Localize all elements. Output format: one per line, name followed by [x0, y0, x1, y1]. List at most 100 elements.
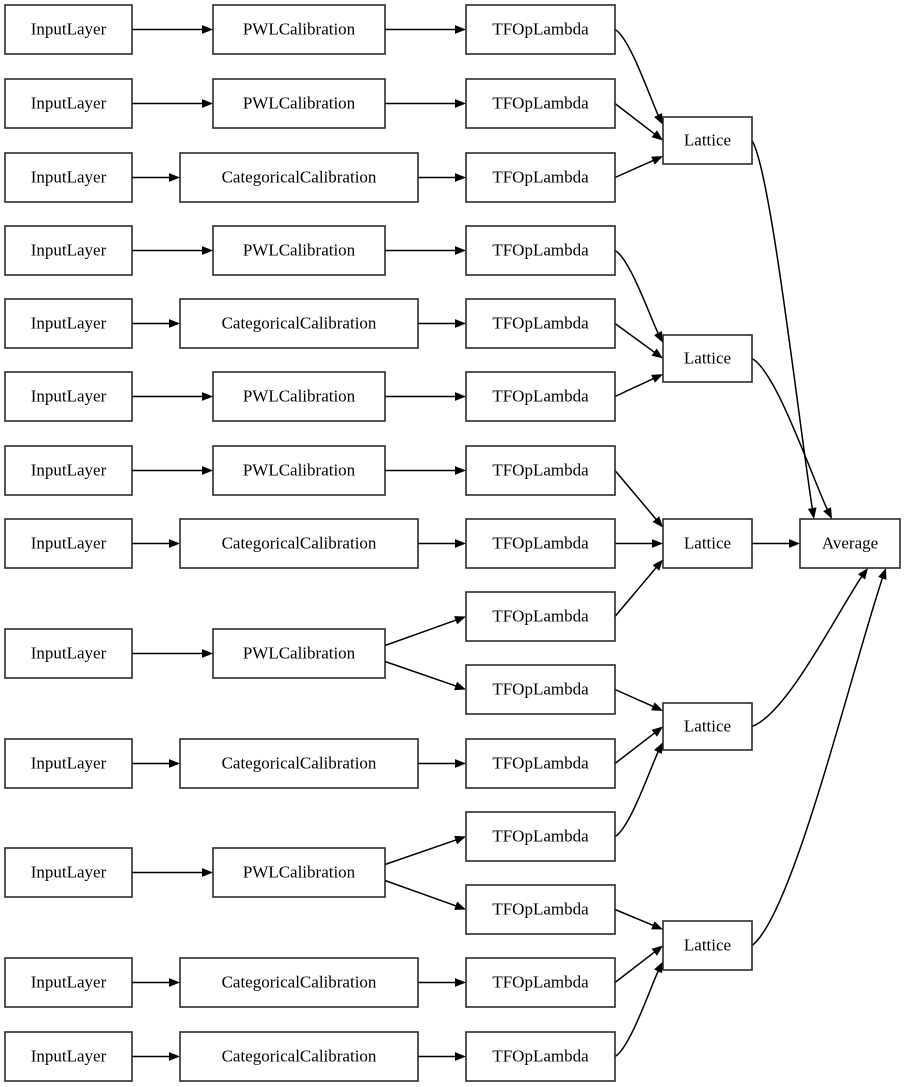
node-lattice[interactable]: Lattice [662, 334, 753, 383]
node-box-input-layer[interactable] [4, 738, 133, 789]
node-pwlcalibration[interactable]: PWLCalibration [212, 847, 386, 898]
node-box-lattice[interactable] [662, 518, 753, 569]
node-box-input-layer[interactable] [4, 152, 133, 203]
node-input-layer[interactable]: InputLayer [4, 1031, 133, 1082]
node-box-tfop-lambda[interactable] [465, 371, 616, 422]
node-tfop-lambda[interactable]: TFOpLambda [465, 518, 616, 569]
node-box-categorical-calibration[interactable] [179, 957, 419, 1008]
node-box-categorical-calibration[interactable] [179, 152, 419, 203]
node-box-pwlcalibration[interactable] [212, 847, 386, 898]
node-input-layer[interactable]: InputLayer [4, 298, 133, 349]
node-tfop-lambda[interactable]: TFOpLambda [465, 884, 616, 935]
node-box-tfop-lambda[interactable] [465, 298, 616, 349]
edge-lattice-to-average [751, 576, 863, 728]
node-box-input-layer[interactable] [4, 518, 133, 569]
node-categorical-calibration[interactable]: CategoricalCalibration [179, 298, 419, 349]
node-tfop-lambda[interactable]: TFOpLambda [465, 1031, 616, 1082]
node-box-input-layer[interactable] [4, 847, 133, 898]
node-input-layer[interactable]: InputLayer [4, 628, 133, 679]
node-box-pwlcalibration[interactable] [212, 4, 386, 55]
node-pwlcalibration[interactable]: PWLCalibration [212, 78, 386, 129]
node-box-input-layer[interactable] [4, 298, 133, 349]
node-tfop-lambda[interactable]: TFOpLambda [465, 371, 616, 422]
node-box-tfop-lambda[interactable] [465, 664, 616, 715]
node-tfop-lambda[interactable]: TFOpLambda [465, 664, 616, 715]
node-box-tfop-lambda[interactable] [465, 152, 616, 203]
node-box-input-layer[interactable] [4, 371, 133, 422]
node-box-tfop-lambda[interactable] [465, 957, 616, 1008]
node-box-input-layer[interactable] [4, 225, 133, 276]
node-box-pwlcalibration[interactable] [212, 78, 386, 129]
node-pwlcalibration[interactable]: PWLCalibration [212, 628, 386, 679]
node-box-tfop-lambda[interactable] [465, 591, 616, 642]
node-box-tfop-lambda[interactable] [465, 225, 616, 276]
node-input-layer[interactable]: InputLayer [4, 847, 133, 898]
node-input-layer[interactable]: InputLayer [4, 518, 133, 569]
node-pwlcalibration[interactable]: PWLCalibration [212, 4, 386, 55]
node-lattice[interactable]: Lattice [662, 518, 753, 569]
node-tfop-lambda[interactable]: TFOpLambda [465, 445, 616, 496]
node-categorical-calibration[interactable]: CategoricalCalibration [179, 957, 419, 1008]
node-box-input-layer[interactable] [4, 628, 133, 679]
node-tfop-lambda[interactable]: TFOpLambda [465, 738, 616, 789]
arrowhead-lattice-to-average [878, 568, 887, 580]
node-tfop-lambda[interactable]: TFOpLambda [465, 4, 616, 55]
arrowhead-tfop-lambda-to-lattice [654, 961, 663, 974]
node-lattice[interactable]: Lattice [662, 116, 753, 165]
node-box-tfop-lambda[interactable] [465, 884, 616, 935]
node-input-layer[interactable]: InputLayer [4, 78, 133, 129]
node-box-tfop-lambda[interactable] [465, 1031, 616, 1082]
node-categorical-calibration[interactable]: CategoricalCalibration [179, 738, 419, 789]
node-tfop-lambda[interactable]: TFOpLambda [465, 591, 616, 642]
node-input-layer[interactable]: InputLayer [4, 371, 133, 422]
node-box-pwlcalibration[interactable] [212, 371, 386, 422]
node-input-layer[interactable]: InputLayer [4, 225, 133, 276]
node-box-tfop-lambda[interactable] [465, 445, 616, 496]
node-box-input-layer[interactable] [4, 78, 133, 129]
node-box-tfop-lambda[interactable] [465, 78, 616, 129]
node-tfop-lambda[interactable]: TFOpLambda [465, 298, 616, 349]
arrowhead-categorical-calibration-to-tfop-lambda [455, 173, 466, 182]
node-box-average[interactable] [799, 518, 901, 569]
node-tfop-lambda[interactable]: TFOpLambda [465, 152, 616, 203]
node-box-input-layer[interactable] [4, 4, 133, 55]
node-box-tfop-lambda[interactable] [465, 518, 616, 569]
node-input-layer[interactable]: InputLayer [4, 445, 133, 496]
node-input-layer[interactable]: InputLayer [4, 4, 133, 55]
node-box-categorical-calibration[interactable] [179, 1031, 419, 1082]
node-categorical-calibration[interactable]: CategoricalCalibration [179, 1031, 419, 1082]
node-box-input-layer[interactable] [4, 957, 133, 1008]
node-tfop-lambda[interactable]: TFOpLambda [465, 811, 616, 862]
arrowhead-lattice-to-average [789, 539, 800, 548]
node-box-categorical-calibration[interactable] [179, 738, 419, 789]
arrowhead-tfop-lambda-to-lattice [654, 113, 663, 125]
node-box-tfop-lambda[interactable] [465, 811, 616, 862]
node-tfop-lambda[interactable]: TFOpLambda [465, 957, 616, 1008]
node-tfop-lambda[interactable]: TFOpLambda [465, 225, 616, 276]
node-box-input-layer[interactable] [4, 445, 133, 496]
node-lattice[interactable]: Lattice [662, 920, 753, 971]
node-box-lattice[interactable] [662, 920, 753, 971]
node-box-pwlcalibration[interactable] [212, 225, 386, 276]
node-pwlcalibration[interactable]: PWLCalibration [212, 445, 386, 496]
node-box-tfop-lambda[interactable] [465, 4, 616, 55]
node-box-categorical-calibration[interactable] [179, 518, 419, 569]
node-pwlcalibration[interactable]: PWLCalibration [212, 371, 386, 422]
node-box-pwlcalibration[interactable] [212, 628, 386, 679]
node-box-tfop-lambda[interactable] [465, 738, 616, 789]
node-box-lattice[interactable] [662, 116, 753, 165]
node-categorical-calibration[interactable]: CategoricalCalibration [179, 152, 419, 203]
node-pwlcalibration[interactable]: PWLCalibration [212, 225, 386, 276]
node-box-lattice[interactable] [662, 702, 753, 751]
node-box-input-layer[interactable] [4, 1031, 133, 1082]
node-input-layer[interactable]: InputLayer [4, 152, 133, 203]
node-lattice[interactable]: Lattice [662, 702, 753, 751]
node-input-layer[interactable]: InputLayer [4, 738, 133, 789]
node-input-layer[interactable]: InputLayer [4, 957, 133, 1008]
node-tfop-lambda[interactable]: TFOpLambda [465, 78, 616, 129]
node-box-lattice[interactable] [662, 334, 753, 383]
node-average[interactable]: Average [799, 518, 901, 569]
node-box-pwlcalibration[interactable] [212, 445, 386, 496]
node-box-categorical-calibration[interactable] [179, 298, 419, 349]
node-categorical-calibration[interactable]: CategoricalCalibration [179, 518, 419, 569]
